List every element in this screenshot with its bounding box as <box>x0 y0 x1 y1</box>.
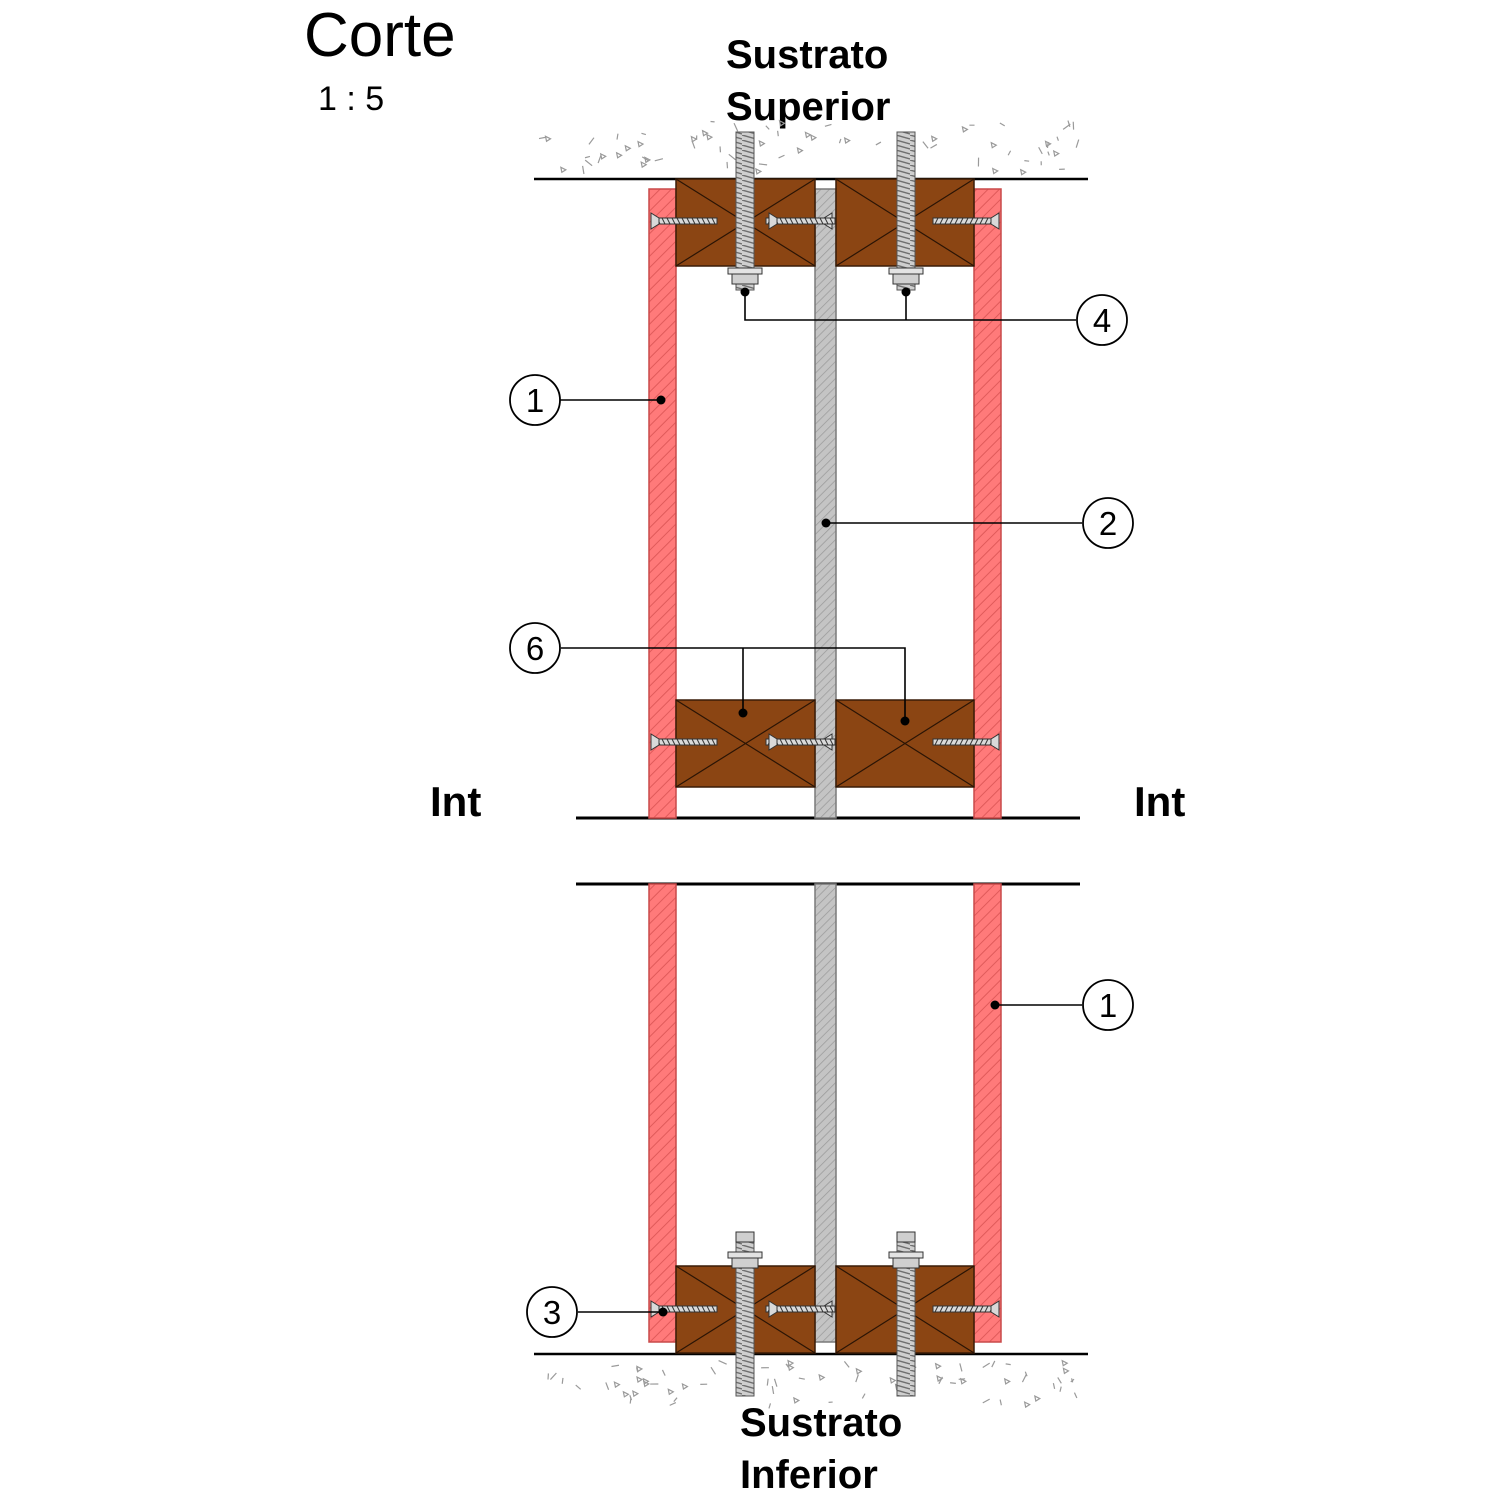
callout-1-upper: 1 <box>509 374 561 426</box>
callout-1-lower: 1 <box>1082 979 1134 1031</box>
bottom-substrate-label-line2: Inferior <box>740 1453 878 1497</box>
leader-dots <box>656 287 1000 1317</box>
screw-center-right-row1 <box>768 733 836 751</box>
top-substrate-label-line2: Superior <box>726 85 890 129</box>
bottom-substrate-concrete <box>547 1359 1078 1409</box>
leader-lines <box>560 292 1082 1313</box>
side-label-right: Int <box>1134 778 1185 825</box>
callout-6: 6 <box>509 622 561 674</box>
board-left-upper <box>648 188 677 819</box>
screw-left-row1 <box>650 733 718 751</box>
screw-right-row2 <box>932 1300 1000 1318</box>
callout-4-label: 4 <box>1093 302 1111 339</box>
steel-plate-upper <box>814 188 837 819</box>
callout-2-label: 2 <box>1099 505 1117 542</box>
drawing-title: Corte <box>304 1 456 70</box>
screw-right-row1 <box>932 733 1000 751</box>
anchor-bottom-0 <box>727 1231 763 1397</box>
screw-right-row0 <box>932 212 1000 230</box>
drawing-scale: 1 : 5 <box>318 80 384 118</box>
anchor-top-1 <box>888 131 924 291</box>
board-right-upper <box>973 188 1002 819</box>
screw-left-row2 <box>650 1300 718 1318</box>
callout-3: 3 <box>526 1286 578 1338</box>
screw-center-right-row2 <box>768 1300 836 1318</box>
board-left-lower <box>648 883 677 1343</box>
callout-3-label: 3 <box>543 1294 561 1331</box>
callout-6-label: 6 <box>526 630 544 667</box>
screw-left-row0 <box>650 212 718 230</box>
anchor-bottom-1 <box>888 1231 924 1397</box>
callout-4: 4 <box>1076 294 1128 346</box>
callout-1-lower-label: 1 <box>1099 987 1117 1024</box>
callout-1-upper-label: 1 <box>526 382 544 419</box>
anchor-rods <box>727 131 924 1397</box>
side-label-left: Int <box>430 778 481 825</box>
steel-plate-lower <box>814 883 837 1343</box>
top-substrate-concrete <box>538 119 1080 176</box>
bottom-substrate-label-line1: Sustrato <box>740 1401 902 1445</box>
board-right-lower <box>973 883 1002 1343</box>
top-substrate-label-line1: Sustrato <box>726 33 888 77</box>
callout-2: 2 <box>1082 497 1134 549</box>
screws <box>650 212 1000 1318</box>
screw-center-right-row0 <box>768 212 836 230</box>
